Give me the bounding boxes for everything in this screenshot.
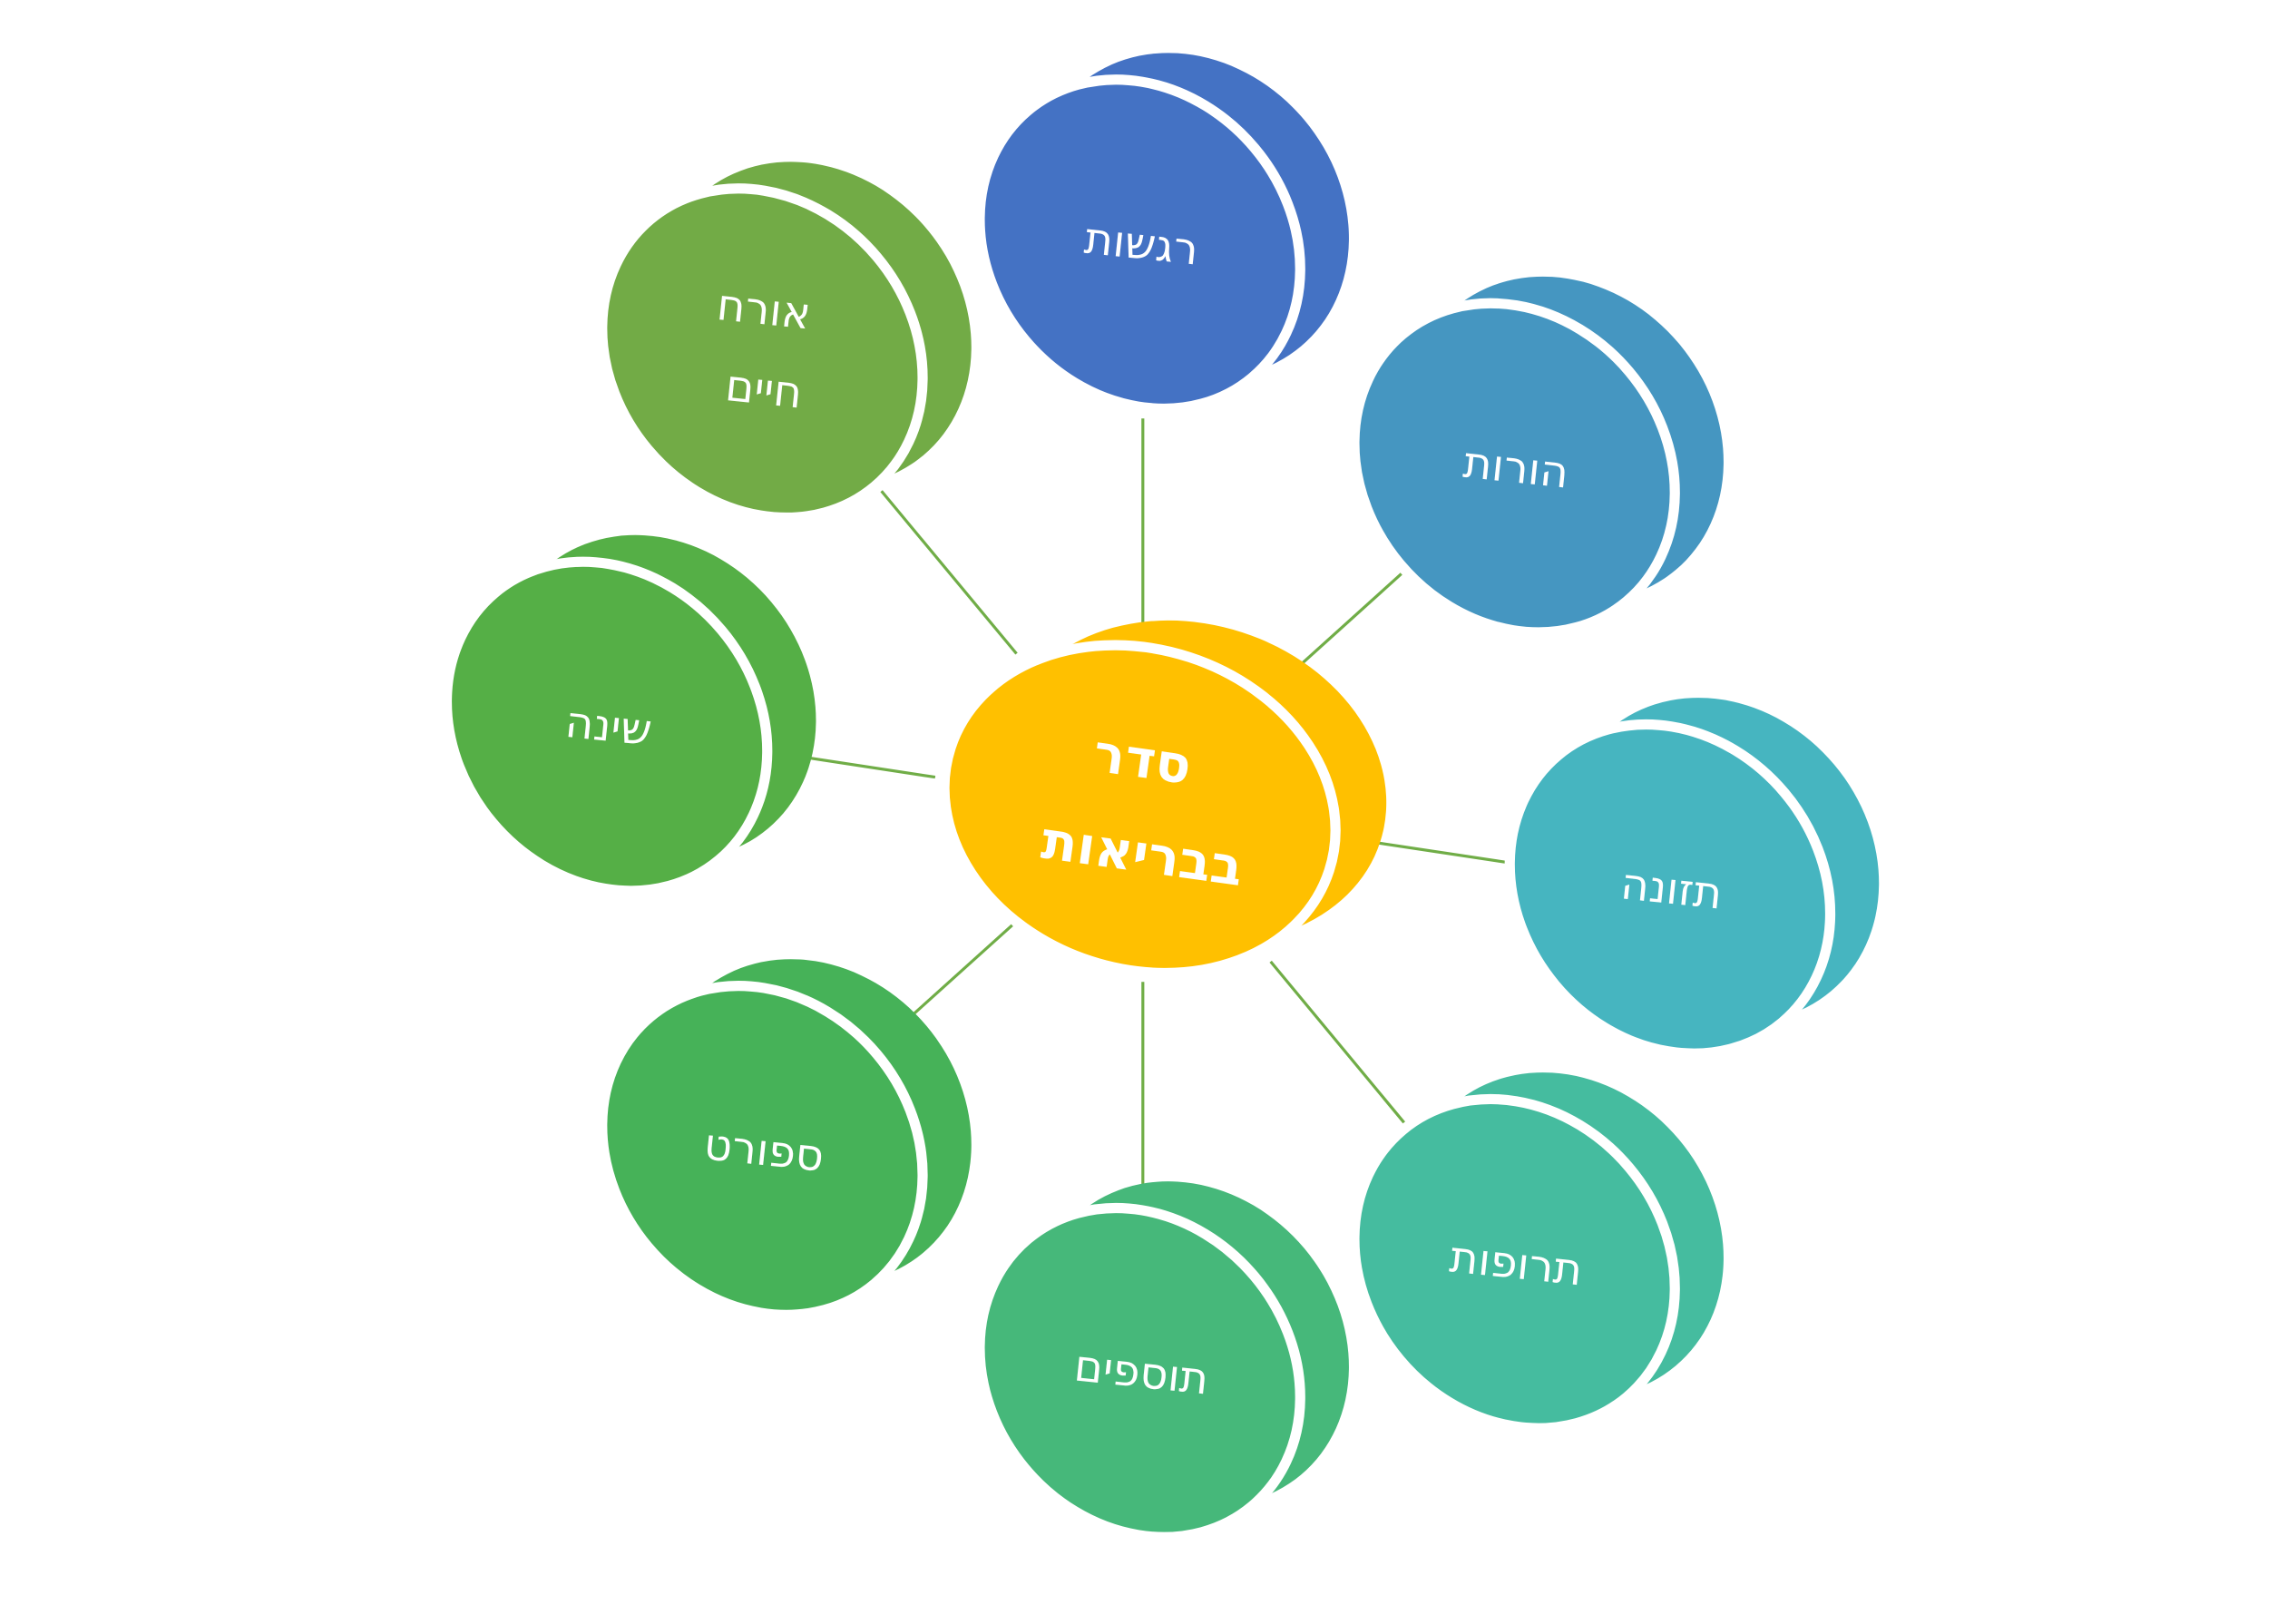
node-ellipse	[1349, 298, 1680, 638]
node-ellipse	[441, 556, 773, 896]
node-sport: ספורט	[597, 959, 972, 1320]
node-emotions: רגשות	[974, 53, 1349, 415]
node-label: רגשות	[1082, 213, 1201, 276]
center-node: סדר בבריאות	[939, 620, 1387, 979]
node-supplements: תוספים	[974, 1181, 1349, 1542]
connector-medications	[1269, 960, 1406, 1124]
node-label: הורות	[1461, 437, 1571, 499]
node-parenting: הורות	[1349, 276, 1724, 638]
center-label-line1: סדר	[1090, 723, 1195, 797]
node-medications: תרופות	[1349, 1072, 1724, 1433]
node-ellipse	[597, 981, 928, 1320]
node-label: חיים	[723, 360, 805, 419]
node-ellipse	[1349, 1093, 1680, 1433]
node-label: תזונה	[1618, 858, 1725, 919]
node-label: שינה	[562, 697, 654, 757]
node-ellipse	[597, 183, 928, 523]
connector-lifestyle	[880, 490, 1018, 655]
node-ellipse	[974, 1202, 1305, 1542]
node-ellipse	[1504, 719, 1836, 1059]
node-label: אורח	[715, 279, 814, 340]
node-lifestyle: אורח חיים	[597, 161, 972, 523]
node-nutrition: תזונה	[1504, 698, 1880, 1059]
node-sleep: שינה	[441, 534, 816, 896]
node-label: ספורט	[701, 1119, 826, 1182]
node-ellipse	[974, 74, 1305, 415]
